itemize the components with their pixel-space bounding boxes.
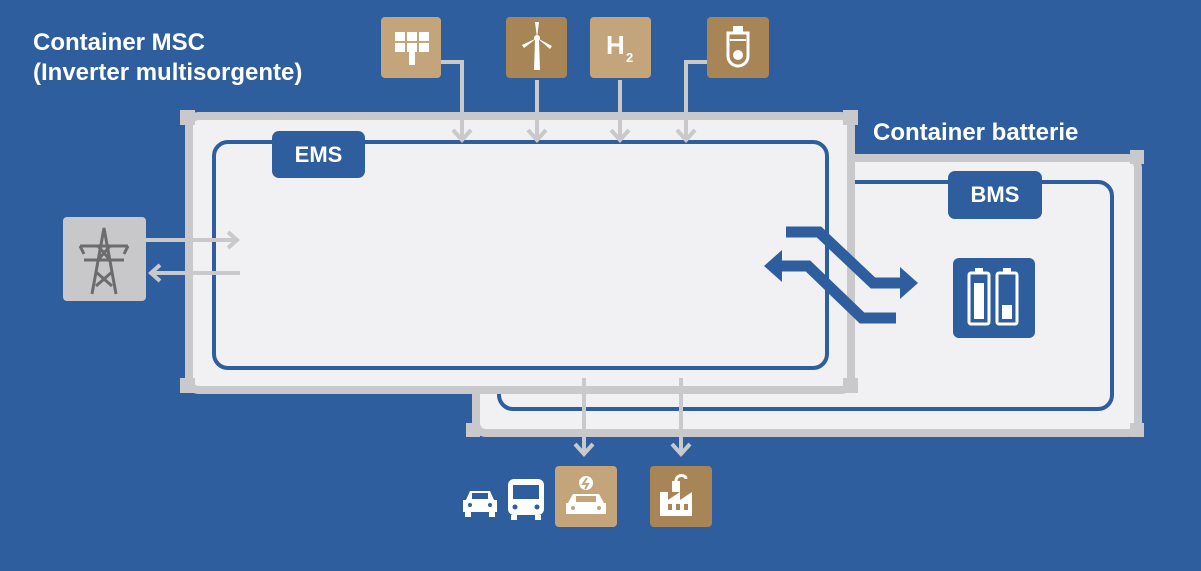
ev-charging-icon: [555, 466, 617, 527]
battery-container-title: Container batterie: [873, 119, 1079, 146]
hydrogen-symbol: H: [606, 30, 625, 60]
generator-icon: [707, 17, 769, 78]
power-grid-icon: [63, 217, 146, 301]
solar-panel-icon: [381, 17, 441, 78]
wind-turbine-icon: [506, 17, 567, 78]
factory-icon: [650, 466, 712, 527]
exchange-arrows: [764, 226, 918, 324]
bus-icon: [508, 479, 544, 520]
load-connectors: [573, 378, 692, 457]
bms-badge: BMS: [948, 171, 1042, 219]
grid-connectors: [146, 230, 241, 283]
msc-title-line2: (Inverter multisorgente): [33, 59, 303, 86]
msc-title-line1: Container MSC: [33, 29, 206, 56]
source-connectors: [440, 60, 712, 138]
battery-icon: [953, 258, 1035, 338]
msc-container-title: Container MSC (Inverter multisorgente): [33, 28, 302, 88]
car-icon: [463, 491, 497, 517]
hydrogen-icon: H 2: [590, 17, 651, 78]
hydrogen-subscript: 2: [626, 50, 633, 65]
source-arrowheads: [451, 128, 697, 143]
ems-badge: EMS: [272, 131, 365, 178]
msc-container: [180, 110, 858, 394]
